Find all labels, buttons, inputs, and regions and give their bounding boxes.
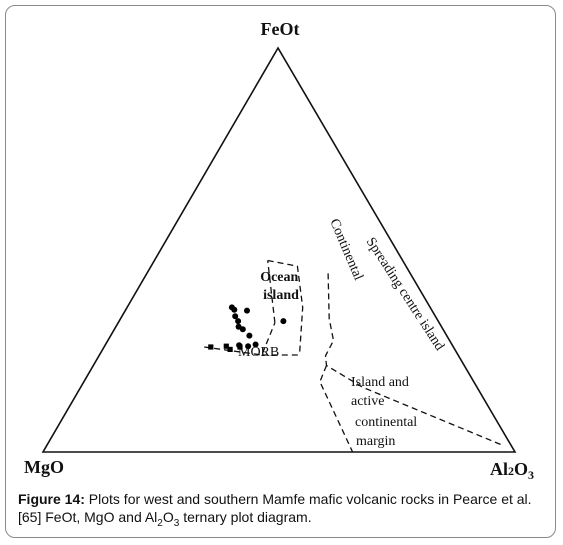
figure-caption: Figure 14: Plots for west and southern M… bbox=[18, 490, 548, 529]
data-point-circle-2 bbox=[231, 306, 238, 313]
spreading-centre-boundary bbox=[324, 273, 502, 446]
data-point-circle-12 bbox=[280, 318, 287, 325]
ternary-triangle bbox=[41, 46, 517, 453]
data-point-circle-5 bbox=[235, 318, 242, 325]
island-arc-left-boundary bbox=[319, 365, 354, 453]
figure-frame bbox=[5, 5, 556, 538]
data-point-square-2 bbox=[223, 343, 229, 349]
caption-sub-2: 2 bbox=[157, 517, 163, 529]
data-point-square-1 bbox=[208, 344, 214, 350]
vertex-label-mgo: MgO bbox=[24, 457, 64, 477]
data-point-circle-7 bbox=[239, 326, 246, 333]
vertex-label-feot: FeOt bbox=[261, 19, 300, 39]
data-point-circle-8 bbox=[246, 332, 253, 339]
field-boundaries bbox=[204, 259, 502, 453]
morb-upper-boundary bbox=[204, 322, 276, 356]
data-point-circle-10 bbox=[245, 343, 252, 350]
field-label-continental: Continental bbox=[326, 217, 365, 283]
caption-text-end: ternary plot diagram. bbox=[179, 509, 312, 525]
caption-text-o: O bbox=[162, 509, 174, 525]
data-points bbox=[208, 304, 287, 352]
continental-right-boundary bbox=[267, 259, 304, 356]
caption-sub-3: 3 bbox=[173, 517, 180, 529]
continental-left-boundary bbox=[267, 260, 276, 323]
data-point-square-3 bbox=[227, 346, 233, 352]
field-label-spreading-centre-island: Spreading centre island bbox=[363, 235, 447, 353]
data-point-square-4 bbox=[237, 344, 243, 350]
data-point-circle-11 bbox=[252, 341, 259, 348]
field-label-island-arc: Island and active continental margin bbox=[351, 375, 421, 449]
field-label-morb: MORB bbox=[238, 345, 279, 360]
data-point-circle-3 bbox=[232, 313, 239, 320]
caption-text: Plots for west and southern Mamfe mafic … bbox=[18, 491, 532, 525]
caption-label: Figure 14: bbox=[18, 491, 85, 507]
field-label-ocean-island: Ocean island bbox=[260, 270, 302, 303]
vertex-label-al2o3: Al2O3 bbox=[490, 459, 534, 482]
data-point-circle-4 bbox=[244, 307, 250, 314]
